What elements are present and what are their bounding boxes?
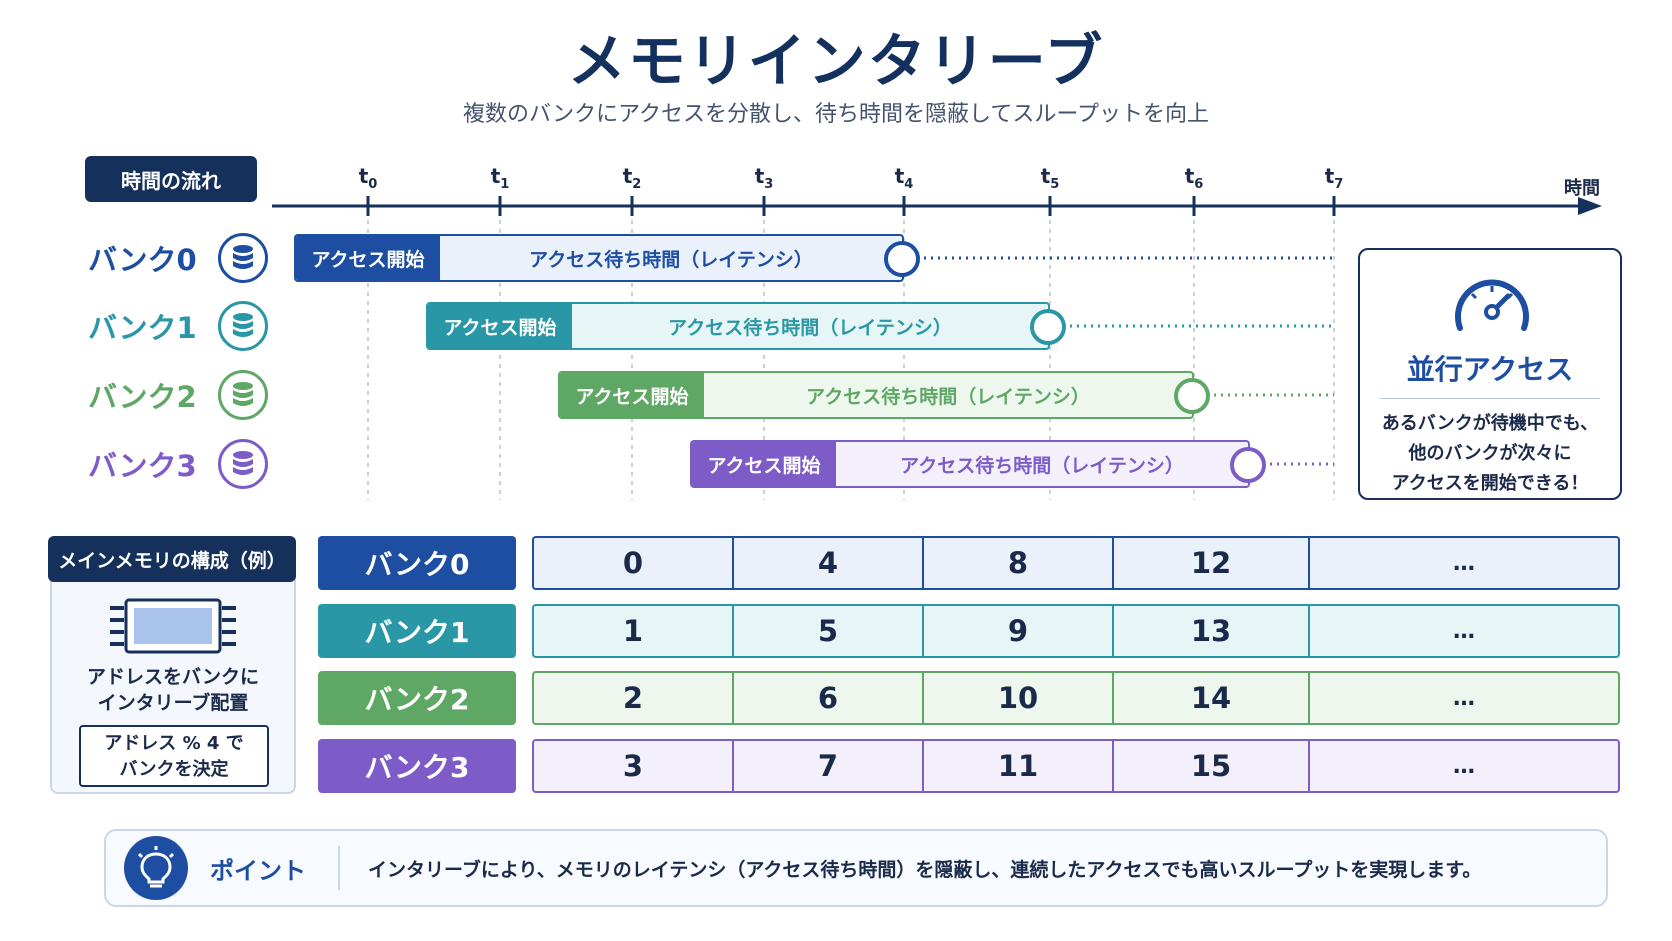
table-cell: … xyxy=(1453,618,1475,644)
table-cell: 10 xyxy=(924,673,1114,723)
parallel-title: 並行アクセス xyxy=(1406,353,1574,386)
latency-bar: アクセス開始 アクセス待ち時間（レイテンシ） xyxy=(690,440,1266,488)
end-marker xyxy=(1230,447,1266,483)
page-title: メモリインタリーブ xyxy=(567,27,1105,95)
bank-label: バンク0 xyxy=(88,233,268,283)
table-bank-label: バンク0 xyxy=(318,536,516,590)
axis-label: 時間 xyxy=(1564,178,1600,199)
memory-desc-line: インタリーブ配置 xyxy=(97,692,249,714)
latency-label: アクセス待ち時間（レイテンシ） xyxy=(900,454,1184,477)
latency-label: アクセス待ち時間（レイテンシ） xyxy=(529,248,813,271)
table-cell: 1 xyxy=(534,606,734,656)
parallel-line: あるバンクが待機中でも、 xyxy=(1381,413,1599,434)
tick-label: t2 xyxy=(622,164,642,192)
memory-rule-line: アドレス % 4 で xyxy=(104,733,244,754)
tick-label: t0 xyxy=(358,164,378,192)
tick-label: t5 xyxy=(1040,164,1060,192)
parallel-desc: あるバンクが待機中でも、 他のバンクが次々に アクセスを開始できる！ xyxy=(1360,409,1620,499)
table-cell: 8 xyxy=(924,538,1114,588)
bank-name: バンク3 xyxy=(88,449,197,483)
access-start-label: アクセス開始 xyxy=(428,304,572,348)
table-cell: 9 xyxy=(924,606,1114,656)
lightbulb-icon xyxy=(124,836,188,900)
latency-bar: アクセス開始 アクセス待ち時間（レイテンシ） xyxy=(558,371,1210,419)
point-text: インタリーブにより、メモリのレイテンシ（アクセス待ち時間）を隠蔽し、連続したアク… xyxy=(368,858,1482,881)
database-icon xyxy=(218,370,268,420)
table-bank-label: バンク2 xyxy=(318,671,516,725)
divider xyxy=(1380,398,1600,399)
table-cell: 13 xyxy=(1114,606,1310,656)
latency-bar: アクセス開始 アクセス待ち時間（レイテンシ） xyxy=(426,302,1066,350)
table-cell: … xyxy=(1453,550,1475,576)
table-cell: 15 xyxy=(1114,741,1310,791)
tick-label: t7 xyxy=(1324,164,1344,192)
point-separator xyxy=(338,846,340,890)
memory-desc-line: アドレスをバンクに xyxy=(87,666,259,688)
axis-arrow-icon xyxy=(1578,197,1602,215)
table-cell: 6 xyxy=(734,673,924,723)
point-banner: ポイント インタリーブにより、メモリのレイテンシ（アクセス待ち時間）を隠蔽し、連… xyxy=(104,829,1608,907)
database-icon xyxy=(218,439,268,489)
latency-bar: アクセス開始 アクセス待ち時間（レイテンシ） xyxy=(294,234,920,282)
table-cell: 12 xyxy=(1114,538,1310,588)
table-cell: 7 xyxy=(734,741,924,791)
bank-name: バンク0 xyxy=(88,243,197,277)
table-cell: … xyxy=(1453,753,1475,779)
timeline-label: 時間の流れ xyxy=(85,156,257,202)
bank-name: バンク1 xyxy=(88,311,197,345)
page-subtitle: 複数のバンクにアクセスを分散し、待ち時間を隠蔽してスループットを向上 xyxy=(462,102,1210,127)
end-marker xyxy=(1030,309,1066,345)
table-cell: 3 xyxy=(534,741,734,791)
table-bank-label: バンク3 xyxy=(318,739,516,793)
table-cell: 14 xyxy=(1114,673,1310,723)
latency-label: アクセス待ち時間（レイテンシ） xyxy=(668,316,952,339)
end-marker xyxy=(884,241,920,277)
end-marker xyxy=(1174,378,1210,414)
table-cell: … xyxy=(1453,685,1475,711)
table-cell: 0 xyxy=(534,538,734,588)
tick-label: t4 xyxy=(894,164,914,192)
access-start-label: アクセス開始 xyxy=(560,373,704,417)
tick-label: t6 xyxy=(1184,164,1204,192)
parallel-line: 他のバンクが次々に xyxy=(1408,443,1572,464)
point-label: ポイント xyxy=(210,856,306,885)
table-cell: 2 xyxy=(534,673,734,723)
gauge-icon xyxy=(1455,279,1529,331)
bank-label: バンク2 xyxy=(88,370,268,420)
table-bank-label: バンク1 xyxy=(318,604,516,658)
parallel-access-card: 並行アクセス あるバンクが待機中でも、 他のバンクが次々に アクセスを開始できる… xyxy=(1358,248,1622,500)
database-icon xyxy=(218,233,268,283)
latency-label: アクセス待ち時間（レイテンシ） xyxy=(806,385,1090,408)
table-cell: 4 xyxy=(734,538,924,588)
memory-desc: アドレスをバンクに インタリーブ配置 xyxy=(50,664,296,716)
memory-header: メインメモリの構成（例） xyxy=(48,536,296,582)
access-start-label: アクセス開始 xyxy=(692,442,836,486)
bank-label: バンク1 xyxy=(88,301,268,351)
memory-chip-icon xyxy=(110,598,236,654)
table-cell: 5 xyxy=(734,606,924,656)
parallel-line: アクセスを開始できる！ xyxy=(1391,473,1589,494)
table-cell: 11 xyxy=(924,741,1114,791)
access-start-label: アクセス開始 xyxy=(296,236,440,280)
bank-name: バンク2 xyxy=(88,380,197,414)
tick-label: t3 xyxy=(754,164,774,192)
tick-label: t1 xyxy=(490,164,510,192)
memory-rule-box: アドレス % 4 で バンクを決定 xyxy=(79,725,269,787)
memory-rule-line: バンクを決定 xyxy=(119,759,229,780)
bank-label: バンク3 xyxy=(88,439,268,489)
database-icon xyxy=(218,301,268,351)
